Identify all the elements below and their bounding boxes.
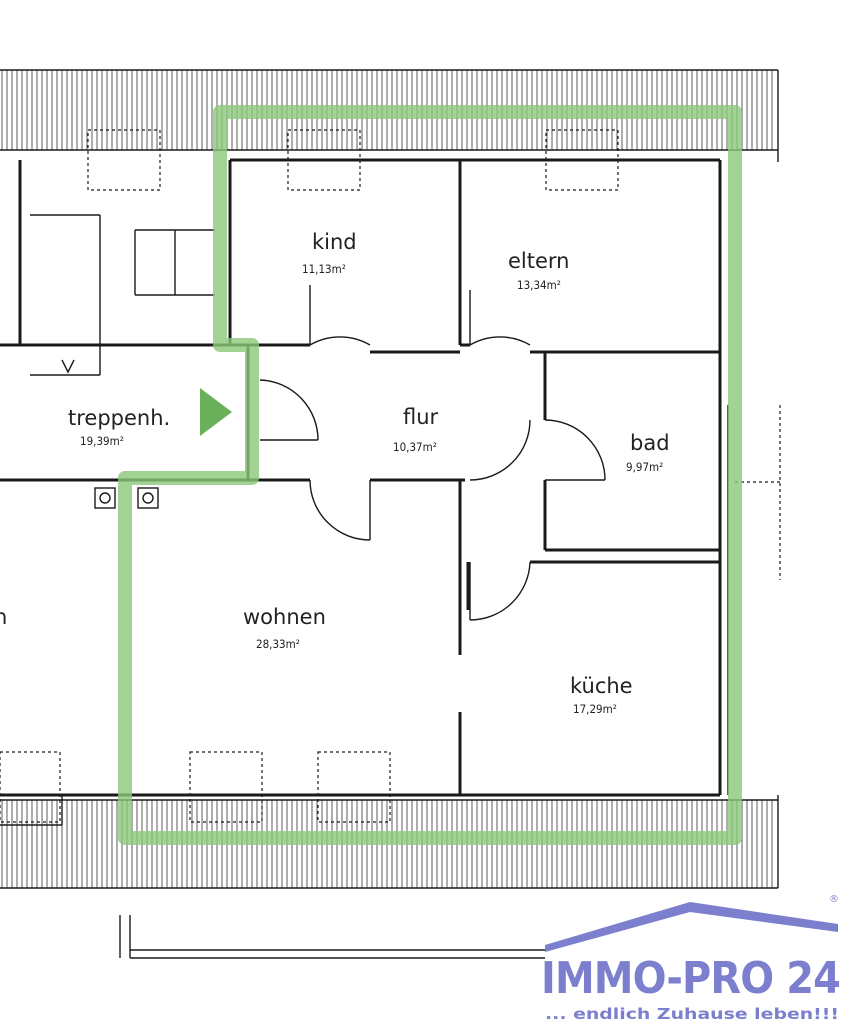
room-name-eltern: eltern [508,249,569,273]
room-name-bad: bad [630,431,670,455]
room-name-wohnen: wohnen [243,605,326,629]
room-area-kueche: 17,29m² [573,702,617,716]
room-area-bad: 9,97m² [626,460,663,474]
room-area-kind: 11,13m² [302,262,346,276]
room-name-flur: flur [403,405,439,429]
room-area-flur: 10,37m² [393,440,437,454]
walls [0,158,722,826]
room-name-kind: kind [312,230,357,254]
dormer-windows-bottom [0,751,391,823]
logo-brand-text: IMMO-PRO 24 [541,953,840,1004]
entrance-arrow [200,388,232,436]
room-name-partial-left: n [0,605,7,629]
room-name-treppenhaus: treppenh. [68,406,170,430]
chimney-vents [94,487,159,509]
apartment-highlight-outline [118,105,742,845]
room-area-eltern: 13,34m² [517,278,561,292]
room-area-treppenhaus: 19,39m² [80,434,124,448]
room-name-kueche: küche [570,674,633,698]
logo-registered-mark: ® [829,894,839,905]
logo-roof-icon [545,902,838,952]
staircase [30,214,215,376]
terrace-outline [119,915,545,959]
doors [259,285,606,621]
immo-pro-logo: ® IMMO-PRO 24 ... endlich Zuhause leben!… [541,894,841,1023]
room-area-wohnen: 28,33m² [256,637,300,651]
logo-tagline: ... endlich Zuhause leben!!! [545,1005,839,1023]
